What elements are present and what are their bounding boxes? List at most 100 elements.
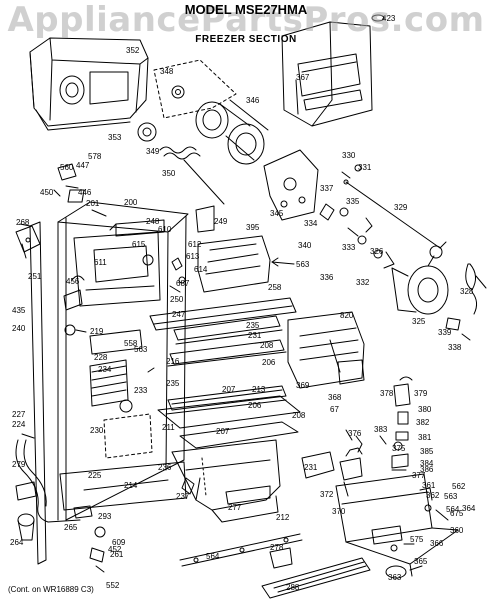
part-number-label: 612	[188, 240, 202, 249]
part-number-label: 345	[270, 209, 284, 218]
part-number-label: 208	[260, 341, 274, 350]
part-number-label: 251	[28, 272, 42, 281]
part-number-label: 328	[460, 287, 474, 296]
side-parts-illustration	[53, 163, 85, 203]
part-number-label: 380	[418, 405, 432, 414]
part-number-label: 615	[132, 240, 146, 249]
part-number-label: 366	[430, 539, 444, 548]
part-number-label: 207	[216, 427, 230, 436]
part-number-label: 447	[76, 161, 90, 170]
part-number-label: 329	[394, 203, 408, 212]
part-number-label: 207	[222, 385, 236, 394]
part-number-label: 248	[146, 217, 160, 226]
part-number-label: 261	[110, 550, 124, 559]
ice-maker-illustration	[287, 311, 365, 389]
part-number-label: 240	[12, 324, 26, 333]
bracket-249-illustration	[195, 205, 215, 233]
dispenser-motor-illustration	[339, 447, 363, 497]
part-number-label: 227	[12, 410, 26, 419]
part-number-label: 610	[158, 225, 172, 234]
part-number-label: 377	[412, 471, 426, 480]
part-number-label: 435	[12, 306, 26, 315]
part-number-label: 564	[206, 552, 220, 561]
part-number-label: 228	[94, 353, 108, 362]
part-number-label: 213	[252, 385, 266, 394]
part-number-label: 563	[296, 260, 310, 269]
part-number-label: 277	[228, 503, 242, 512]
part-number-label: 363	[388, 573, 402, 582]
part-number-label: 383	[374, 425, 388, 434]
freezer-basket-illustration	[29, 37, 149, 131]
clip-illustration	[371, 14, 385, 22]
part-number-label: 456	[66, 277, 80, 286]
spring-coil-illustration	[137, 122, 225, 205]
part-number-label: 613	[186, 252, 200, 261]
part-number-label: 385	[420, 447, 434, 456]
bin-illustration	[171, 439, 281, 523]
back-wall-illustration	[89, 329, 155, 459]
part-number-label: 370	[332, 507, 346, 516]
part-number-label: 560	[60, 163, 74, 172]
part-number-label: 332	[356, 278, 370, 287]
part-number-label: 325	[412, 317, 426, 326]
shelf-illustration	[157, 315, 301, 449]
part-number-label: 200	[124, 198, 138, 207]
fan-blade-illustration	[465, 263, 487, 315]
part-number-label: 335	[346, 197, 360, 206]
part-number-label: 609	[112, 538, 126, 547]
part-number-label: 395	[246, 223, 260, 232]
part-number-label: 376	[348, 429, 362, 438]
part-number-label: 558	[124, 339, 138, 348]
part-number-label: 352	[126, 46, 140, 55]
part-number-label: 293	[98, 512, 112, 521]
part-number-label: 264	[10, 538, 24, 547]
auger-parts-illustration	[153, 59, 269, 165]
shield-illustration	[301, 451, 335, 479]
small-fastener-illustration	[445, 317, 471, 341]
part-number-label: 423	[382, 14, 396, 23]
part-number-label: 212	[276, 513, 290, 522]
bracket-illustration	[15, 481, 37, 501]
slide-rail-illustration	[179, 533, 303, 569]
part-number-label: 234	[98, 365, 112, 374]
part-number-label: 236	[158, 463, 172, 472]
callout-arrow-illustration	[271, 257, 295, 267]
diagram-title: MODEL MSE27HMA	[184, 2, 308, 17]
dispenser-illustration	[335, 473, 459, 577]
part-number-label: 382	[416, 418, 430, 427]
fill-tube-illustration	[15, 433, 81, 523]
freezer-door-illustration	[281, 21, 373, 127]
part-number-label: 562	[452, 482, 466, 491]
part-number-label: 367	[296, 73, 310, 82]
part-number-label: 375	[392, 444, 406, 453]
actuator-rod-illustration	[343, 179, 447, 249]
part-number-label: 687	[176, 279, 190, 288]
diagram-footer: (Cont. on WR16889 C3)	[8, 585, 94, 594]
part-number-label: 268	[16, 218, 30, 227]
linkage-parts-illustration	[319, 164, 395, 269]
motor-bracket-illustration	[263, 149, 319, 221]
part-number-label: 230	[90, 426, 104, 435]
part-number-label: 564	[446, 505, 460, 514]
part-number-label: 206	[262, 358, 276, 367]
part-number-label: 337	[320, 184, 334, 193]
part-number-label: 288	[286, 583, 300, 592]
part-number-label: 350	[162, 169, 176, 178]
lamp-socket-illustration	[63, 275, 87, 336]
part-number-label: 249	[214, 217, 228, 226]
part-number-label: 386	[420, 465, 434, 474]
bottom-panel-illustration	[59, 461, 187, 511]
part-number-label: 265	[64, 523, 78, 532]
part-number-label: 214	[124, 481, 138, 490]
part-number-label: 820	[340, 311, 354, 320]
part-number-label: 446	[78, 188, 92, 197]
thermostat-parts-illustration	[169, 257, 186, 293]
part-number-label: 563	[444, 492, 458, 501]
part-number-label: 208	[292, 411, 306, 420]
part-number-label: 326	[370, 247, 384, 256]
part-number-label: 67	[330, 405, 339, 414]
part-number-label: 575	[410, 535, 424, 544]
channel-illustration	[149, 297, 297, 331]
part-number-label: 364	[462, 504, 476, 513]
